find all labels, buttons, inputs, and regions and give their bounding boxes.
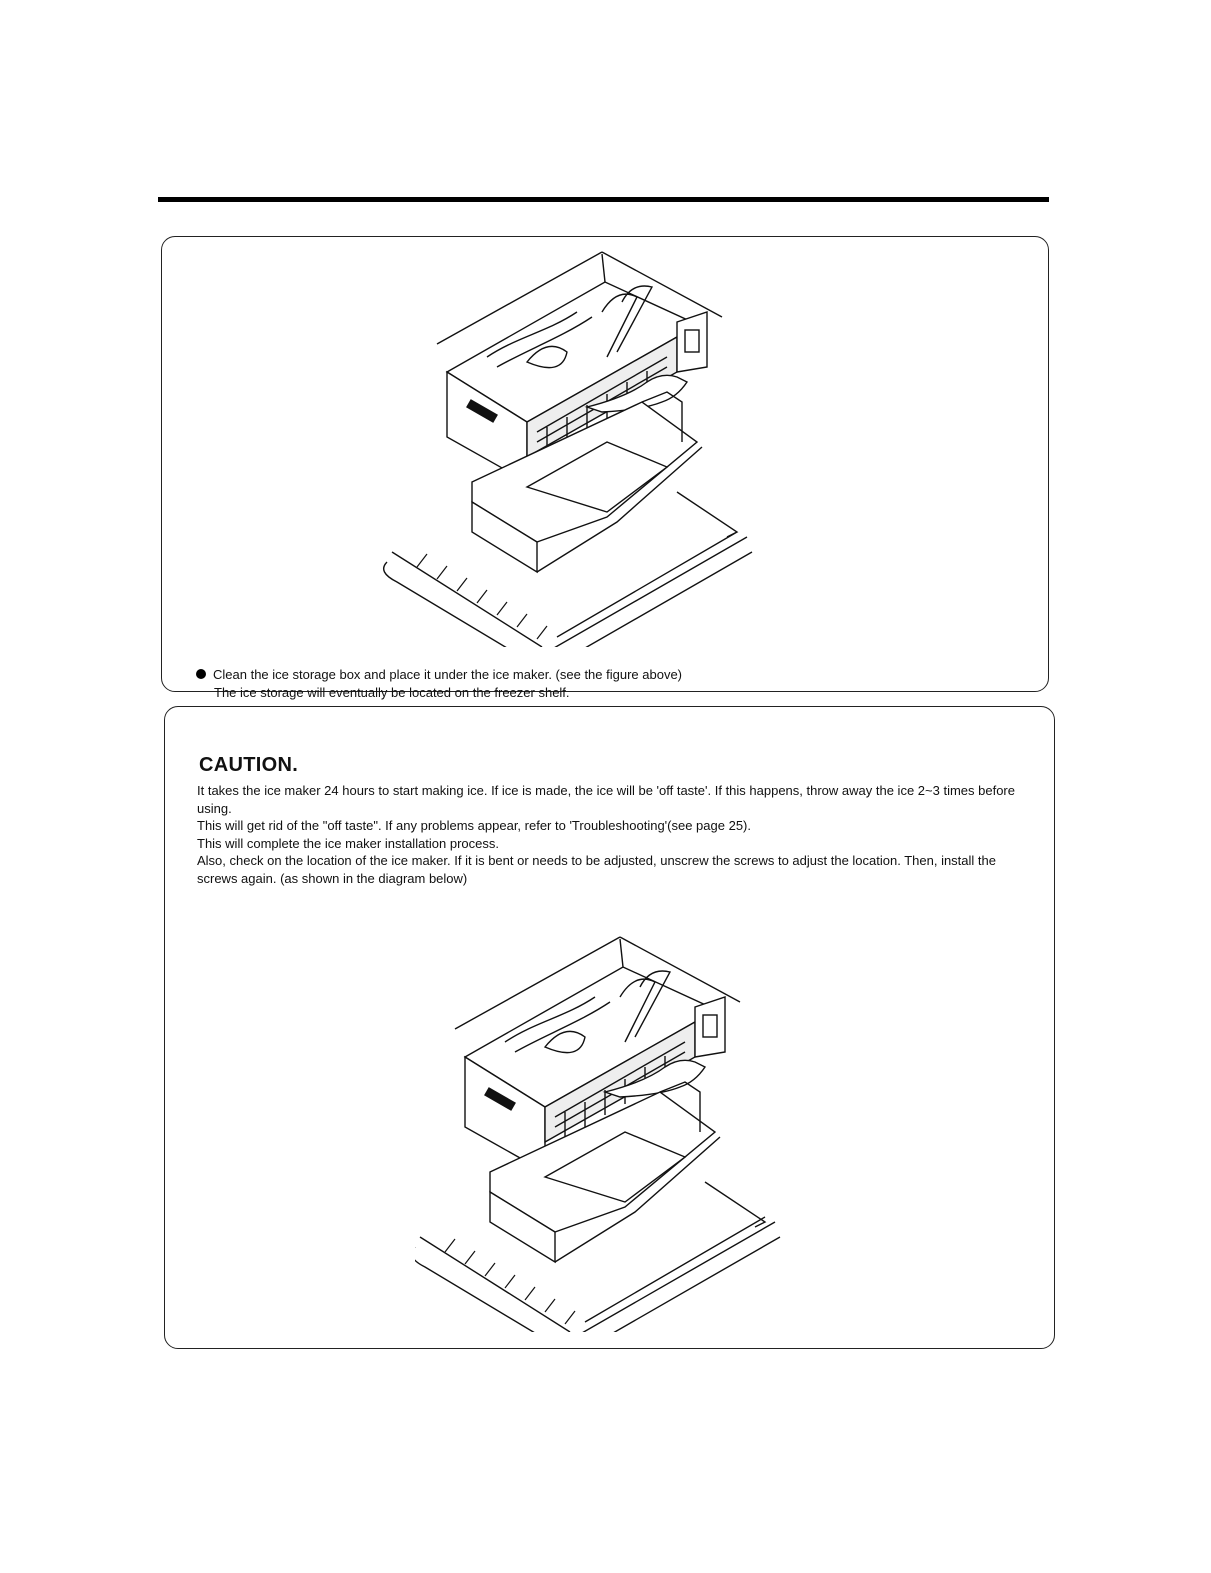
ice-maker-screw-adjustment-illustration xyxy=(415,936,781,1332)
ice-storage-instruction-panel: Clean the ice storage box and place it u… xyxy=(161,236,1049,700)
ice-storage-note: Clean the ice storage box and place it u… xyxy=(196,666,682,702)
caution-title: CAUTION. xyxy=(199,754,299,776)
ice-maker-storage-box-illustration xyxy=(383,251,753,647)
caution-line-4: Also, check on the location of the ice m… xyxy=(197,853,996,886)
header-rule xyxy=(158,197,1049,202)
caution-text: It takes the ice maker 24 hours to start… xyxy=(197,782,1027,887)
note-line-2: The ice storage will eventually be locat… xyxy=(214,685,570,700)
caution-line-1: It takes the ice maker 24 hours to start… xyxy=(197,783,1015,816)
bullet-icon xyxy=(196,669,206,679)
caution-line-2: This will get rid of the "off taste". If… xyxy=(197,818,751,833)
caution-panel: CAUTION. It takes the ice maker 24 hours… xyxy=(164,706,1055,1349)
note-line-1: Clean the ice storage box and place it u… xyxy=(213,667,683,682)
caution-line-3: This will complete the ice maker install… xyxy=(197,835,500,851)
